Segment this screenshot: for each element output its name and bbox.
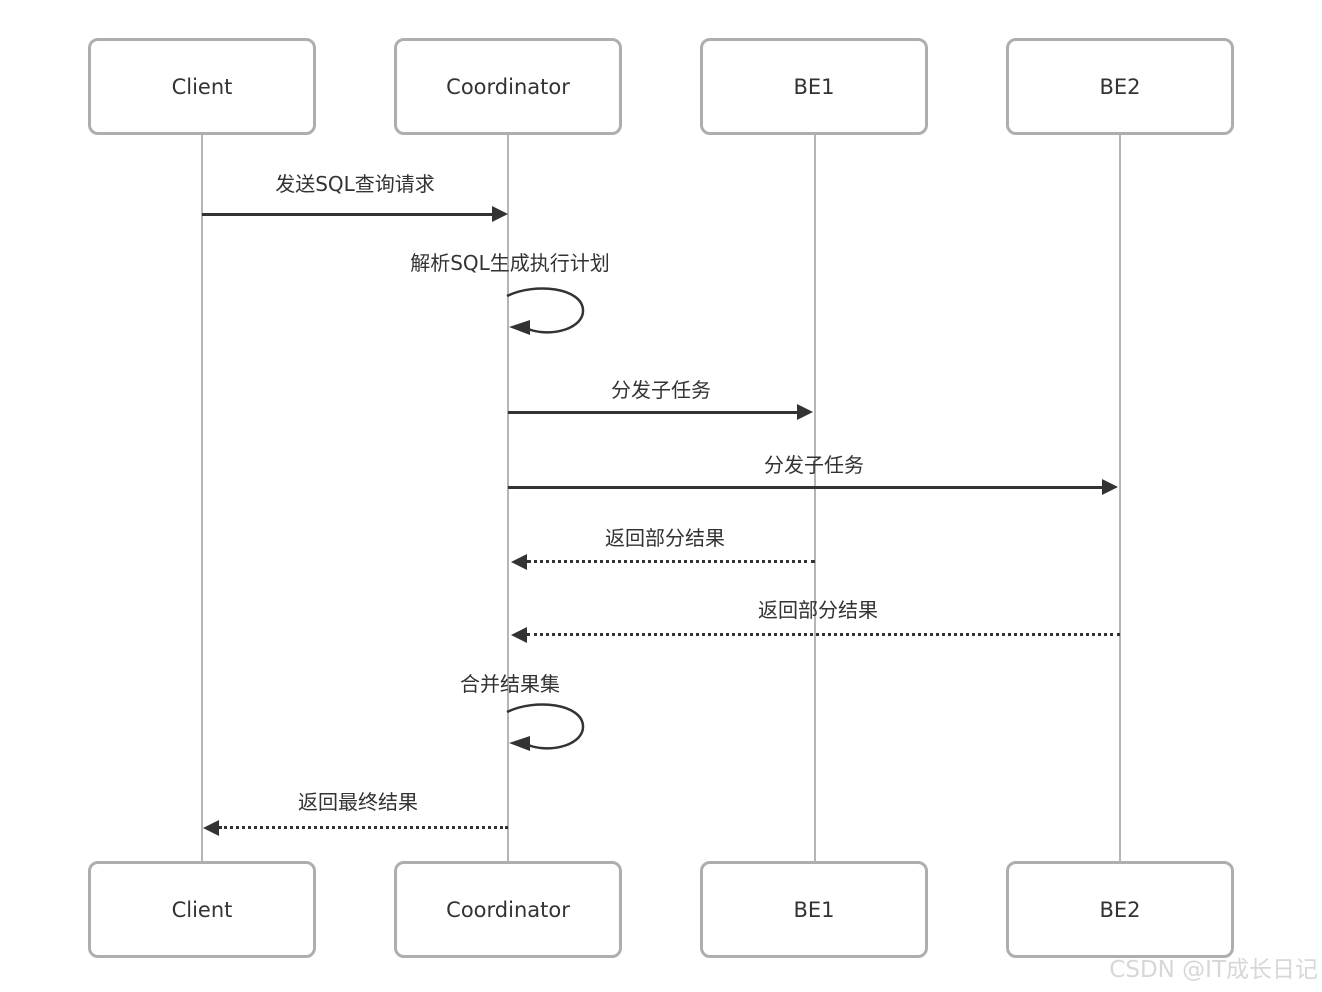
message-label-dispatch-subtask-be1: 分发子任务 [611, 378, 711, 402]
message-label-return-partial-be2: 返回部分结果 [758, 598, 878, 622]
message-label-parse-sql: 解析SQL生成执行计划 [410, 251, 610, 275]
actor-label-client-top: Client [171, 74, 233, 99]
message-label-return-final-result: 返回最终结果 [298, 790, 418, 814]
actor-box-be1-bottom: BE1 [700, 861, 928, 958]
lifeline-be1 [814, 135, 816, 861]
arrowhead-right-icon [1102, 479, 1118, 495]
arrowhead-left-icon [203, 820, 219, 836]
actor-label-be2-top: BE2 [1099, 74, 1141, 99]
arrowhead-left-icon [511, 627, 527, 643]
arrowhead-left-icon [511, 554, 527, 570]
message-line-dispatch-subtask-be2 [508, 486, 1104, 489]
message-line-return-partial-be2 [527, 633, 1120, 636]
actor-label-be1-top: BE1 [793, 74, 835, 99]
actor-box-be2-top: BE2 [1006, 38, 1234, 135]
arrowhead-right-icon [492, 206, 508, 222]
actor-box-client-bottom: Client [88, 861, 316, 958]
message-line-send-sql-request [202, 213, 494, 216]
actor-label-be1-bottom: BE1 [793, 897, 835, 922]
actor-box-coordinator-bottom: Coordinator [394, 861, 622, 958]
message-line-return-final-result [219, 826, 508, 829]
actor-box-be1-top: BE1 [700, 38, 928, 135]
self-loop-icon [506, 287, 585, 335]
message-label-merge-results: 合并结果集 [460, 672, 560, 696]
actor-box-be2-bottom: BE2 [1006, 861, 1234, 958]
lifeline-client [201, 135, 203, 861]
actor-label-coordinator-bottom: Coordinator [446, 897, 570, 922]
message-label-dispatch-subtask-be2: 分发子任务 [764, 453, 864, 477]
message-label-return-partial-be1: 返回部分结果 [605, 526, 725, 550]
actor-label-coordinator-top: Coordinator [446, 74, 570, 99]
message-label-send-sql-request: 发送SQL查询请求 [275, 172, 435, 196]
lifeline-coordinator [507, 135, 509, 861]
message-line-dispatch-subtask-be1 [508, 411, 799, 414]
arrowhead-right-icon [797, 404, 813, 420]
actor-label-be2-bottom: BE2 [1099, 897, 1141, 922]
self-loop-icon [506, 703, 585, 751]
csdn-watermark: CSDN @IT成长日记 [1109, 957, 1318, 983]
lifeline-be2 [1119, 135, 1121, 861]
actor-box-coordinator-top: Coordinator [394, 38, 622, 135]
message-line-return-partial-be1 [527, 560, 815, 563]
actor-label-client-bottom: Client [171, 897, 233, 922]
actor-box-client-top: Client [88, 38, 316, 135]
